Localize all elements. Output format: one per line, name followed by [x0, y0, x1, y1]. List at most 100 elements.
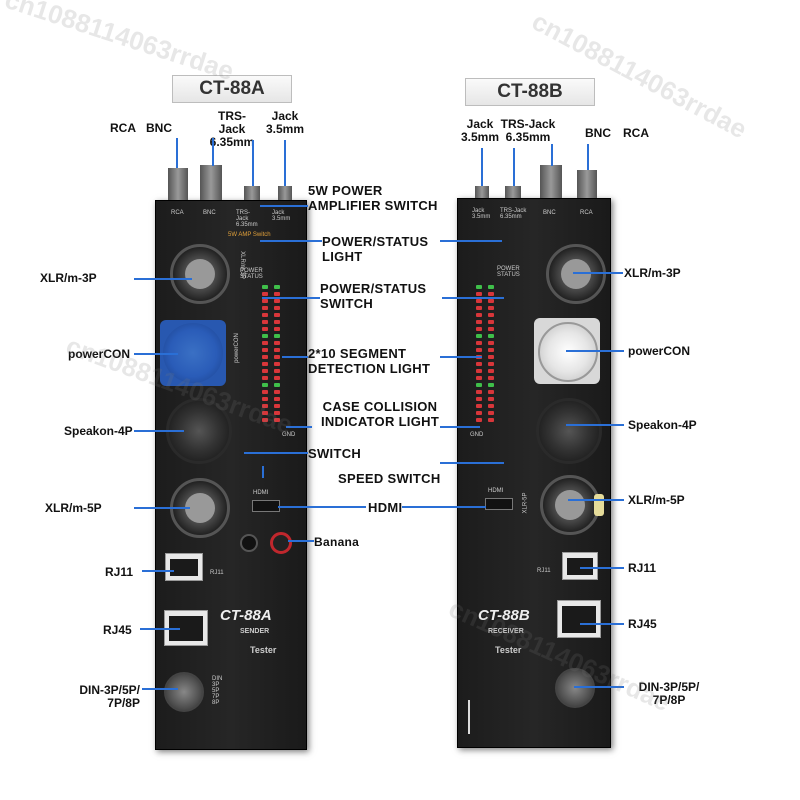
segment-led — [488, 362, 494, 366]
segment-led — [274, 404, 280, 408]
right-jack-plug — [475, 186, 489, 198]
leader-left-rca-top — [176, 138, 178, 168]
leader-left-trs-top — [252, 140, 254, 186]
leader-right-xlr5 — [568, 499, 624, 501]
leader-left-xlr3 — [134, 278, 192, 280]
left-side-label-din: DIN-3P/5P/ 7P/8P — [79, 683, 140, 710]
leader-left-din — [142, 688, 178, 690]
segment-led — [488, 376, 494, 380]
middle-label-power-status-switch: POWER/STATUS SWITCH — [320, 281, 427, 311]
leader-mid-collision-l — [286, 426, 312, 428]
leader-right-speakon — [566, 424, 624, 426]
right-speakon-connector — [536, 398, 602, 464]
segment-led — [488, 348, 494, 352]
leader-right-xlr3 — [573, 272, 623, 274]
left-caption-gnd: GND — [282, 432, 296, 438]
left-caption-rca: RCA — [171, 210, 184, 216]
right-xlr5-latch — [594, 494, 604, 516]
segment-led — [274, 341, 280, 345]
left-top-label-rca: RCA — [110, 121, 136, 135]
segment-led — [274, 369, 280, 373]
segment-led — [262, 369, 268, 373]
left-banana-red — [270, 532, 292, 554]
left-caption-rj11: RJ11 — [210, 570, 224, 576]
right-xlr5-connector — [540, 475, 600, 535]
segment-led — [476, 341, 482, 345]
segment-led — [274, 390, 280, 394]
middle-label-power-status-light: POWER/STATUS LIGHT — [322, 234, 429, 264]
segment-led — [476, 362, 482, 366]
segment-led — [274, 348, 280, 352]
left-xlr3-connector — [170, 244, 230, 304]
segment-led — [476, 327, 482, 331]
right-side-label-xlr3: XLR/m-3P — [624, 266, 681, 280]
right-top-label-rca: RCA — [623, 126, 649, 140]
segment-led — [488, 397, 494, 401]
left-caption-amp-switch: 5W AMP Switch — [228, 232, 271, 238]
watermark: cn1088114063rrdae — [527, 5, 752, 145]
right-brand: CT-88B — [478, 607, 530, 624]
segment-led — [488, 327, 494, 331]
leader-left-rj45 — [140, 628, 180, 630]
left-brand-tag: Tester — [250, 645, 277, 655]
right-rj11-port — [562, 552, 598, 580]
leader-left-xlr5 — [134, 507, 190, 509]
middle-label-speed-switch: SPEED SWITCH — [338, 471, 441, 486]
right-caption-rca: RCA — [580, 210, 593, 216]
leader-mid-segment-r — [440, 356, 482, 358]
segment-led — [274, 376, 280, 380]
segment-led — [262, 376, 268, 380]
left-brand-sub: SENDER — [240, 628, 270, 635]
segment-led — [488, 334, 494, 338]
segment-led — [488, 292, 494, 296]
right-top-label-bnc: BNC — [585, 126, 611, 140]
segment-led — [488, 306, 494, 310]
segment-led — [262, 362, 268, 366]
right-led-column-2 — [488, 285, 494, 425]
segment-led — [274, 285, 280, 289]
right-caption-xlr5: XLR-5P — [522, 492, 529, 514]
segment-led — [274, 292, 280, 296]
middle-label-case-collision: CASE COLLISION INDICATOR LIGHT — [320, 399, 440, 429]
segment-led — [476, 390, 482, 394]
segment-led — [476, 292, 482, 296]
segment-led — [476, 418, 482, 422]
right-trs-plug — [505, 186, 521, 198]
segment-led — [262, 397, 268, 401]
leader-mid-speed-l — [262, 466, 264, 478]
left-led-column-2 — [274, 285, 280, 425]
segment-led — [262, 320, 268, 324]
segment-led — [476, 299, 482, 303]
segment-led — [488, 299, 494, 303]
segment-led — [476, 376, 482, 380]
left-caption-trs: TRS-Jack 6.35mm — [236, 210, 258, 228]
left-caption-bnc: BNC — [203, 210, 216, 216]
right-rca-plug — [577, 170, 597, 198]
right-din-connector — [555, 668, 595, 708]
left-bnc-plug — [200, 165, 222, 200]
right-title: CT-88B — [465, 78, 595, 106]
left-top-label-trs: TRS-Jack 6.35mm — [209, 109, 255, 149]
leader-left-jack-top — [284, 140, 286, 186]
left-jack-plug — [278, 186, 292, 200]
leader-left-rj11 — [142, 570, 174, 572]
leader-right-rj45 — [580, 623, 624, 625]
leader-right-rj11 — [580, 567, 624, 569]
segment-led — [274, 397, 280, 401]
segment-led — [488, 418, 494, 422]
segment-led — [488, 411, 494, 415]
right-powercon-connector — [538, 322, 598, 382]
left-caption-powercon: powerCON — [233, 333, 240, 363]
segment-led — [274, 299, 280, 303]
right-top-label-jack: Jack 3.5mm — [460, 117, 500, 144]
middle-label-segment-light: 2*10 SEGMENT DETECTION LIGHT — [308, 346, 431, 376]
segment-led — [262, 327, 268, 331]
leader-mid-banana — [288, 540, 314, 542]
segment-led — [262, 334, 268, 338]
leader-right-din — [574, 686, 624, 688]
segment-led — [262, 355, 268, 359]
right-brand-tag: Tester — [495, 645, 522, 655]
segment-led — [274, 313, 280, 317]
left-title: CT-88A — [172, 75, 292, 103]
segment-led — [262, 418, 268, 422]
